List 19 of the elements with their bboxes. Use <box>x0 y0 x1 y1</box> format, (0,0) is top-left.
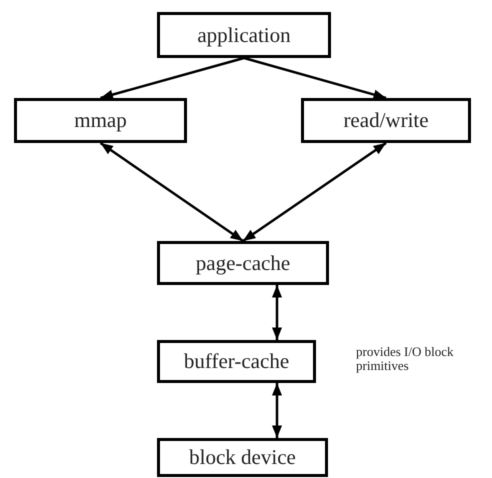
arrow <box>244 56 386 100</box>
box-label: application <box>197 22 291 48</box>
box-label: page-cache <box>196 250 290 276</box>
process-box <box>157 241 329 285</box>
arrow <box>272 383 282 438</box>
arrow <box>100 56 244 100</box>
note-text: provides I/O block primitives <box>356 345 454 373</box>
process-box <box>157 340 316 383</box>
process-box <box>157 438 328 477</box>
box-label: mmap <box>74 108 127 133</box>
box-label: buffer-cache <box>184 349 290 374</box>
process-box <box>301 98 471 143</box>
box-label: block device <box>189 445 296 470</box>
arrow <box>100 142 244 242</box>
box-label: read/write <box>343 108 429 133</box>
process-box <box>157 12 331 58</box>
process-box <box>14 98 187 143</box>
arrow <box>272 285 282 340</box>
arrow <box>242 142 387 242</box>
